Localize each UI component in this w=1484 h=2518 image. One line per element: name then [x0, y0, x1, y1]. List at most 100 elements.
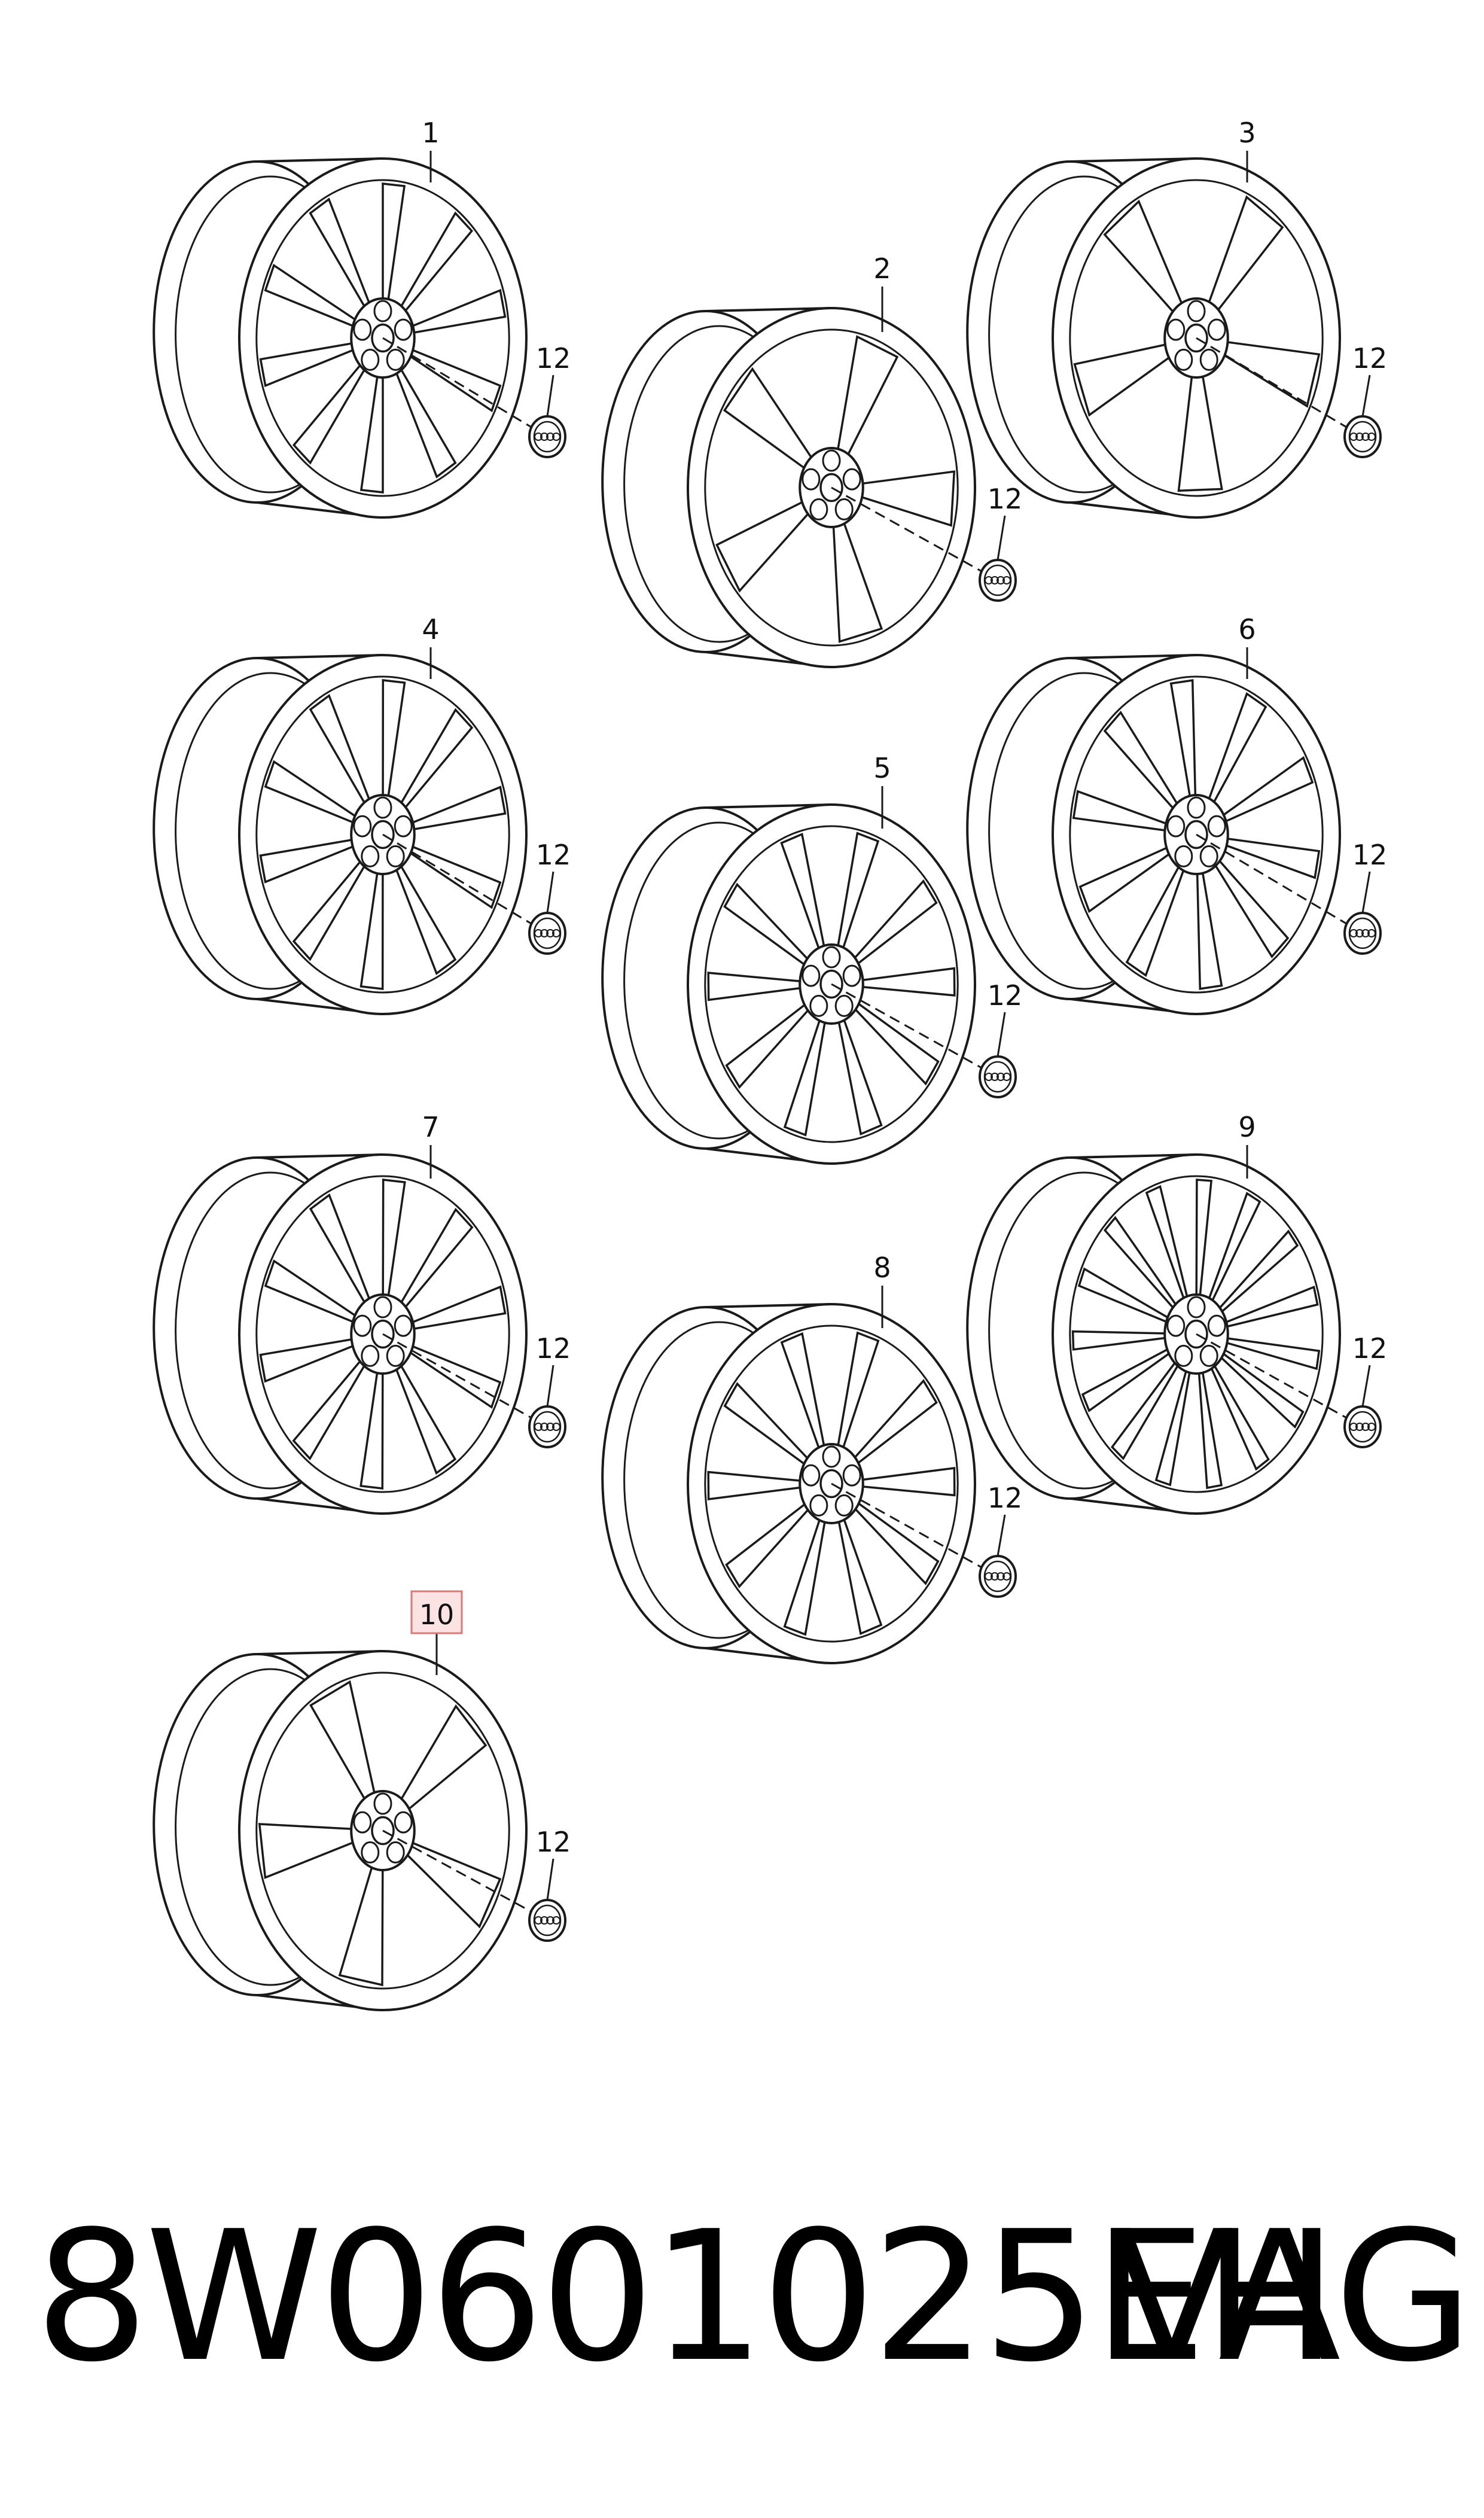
callout-label-cap: 12	[988, 1482, 1023, 1514]
lug-nut	[842, 964, 861, 987]
lug-nut	[1207, 815, 1226, 838]
wheel-3	[966, 151, 1382, 519]
center-cap-icon	[979, 1055, 1017, 1098]
callout-label-1: 1	[422, 117, 439, 149]
cap-leader	[1361, 374, 1371, 417]
lug-nut	[353, 318, 372, 341]
cap-leader-line	[382, 337, 548, 438]
rim-lip	[1069, 179, 1324, 497]
center-bore	[371, 1319, 395, 1349]
lug-nut	[822, 449, 841, 472]
callout-label-cap: 12	[536, 342, 571, 374]
barrel-edge	[705, 803, 832, 809]
wheel-2	[601, 287, 1017, 668]
lug-nut	[834, 994, 854, 1017]
lug-nut	[353, 1811, 372, 1834]
cap-leader	[546, 871, 554, 914]
center-bore	[1184, 820, 1208, 850]
center-cap-icon	[1343, 1405, 1382, 1448]
lug-nut	[361, 1344, 380, 1367]
lug-nut	[834, 1494, 854, 1517]
rim-lip	[255, 675, 510, 994]
wheel-7	[153, 1145, 566, 1515]
wheel-1	[153, 151, 566, 519]
center-cap-icon	[528, 1899, 566, 1942]
center-cap-icon	[979, 1555, 1017, 1598]
lug-nut	[373, 1792, 392, 1815]
lug-nut	[1199, 348, 1218, 371]
lug-nut	[394, 1811, 413, 1834]
rim-lip	[255, 179, 510, 497]
lug-nut	[361, 1841, 380, 1864]
lug-nut	[1187, 1296, 1206, 1319]
cap-leader-line	[831, 983, 998, 1078]
callout-label-cap: 12	[1352, 1332, 1388, 1365]
cap-leader-line	[831, 1482, 998, 1578]
lug-nut	[1174, 845, 1193, 867]
lug-nut	[1207, 1314, 1226, 1337]
lug-nut	[802, 1464, 821, 1487]
lug-nut	[1174, 1344, 1193, 1367]
callout-label-cap: 12	[988, 979, 1023, 1012]
wheel-4	[153, 647, 566, 1015]
rim-lip	[704, 328, 959, 647]
cap-leader	[546, 1858, 554, 1901]
callout-label-4: 4	[422, 613, 439, 646]
lug-nut	[1207, 318, 1226, 341]
lug-nut	[842, 468, 861, 491]
center-bore	[819, 969, 843, 999]
center-bore	[371, 1816, 395, 1846]
wheel-6	[966, 647, 1382, 1015]
wheel-10	[153, 1633, 566, 2011]
center-cap-icon	[1343, 415, 1382, 458]
lug-nut	[394, 1314, 413, 1337]
cap-leader-line	[382, 833, 548, 934]
lug-nut	[834, 498, 854, 520]
barrel-edge	[1070, 1153, 1197, 1159]
center-cap-icon	[528, 415, 566, 458]
lug-nut	[361, 845, 380, 867]
lug-nut	[1199, 845, 1218, 867]
center-cap-icon	[1343, 912, 1382, 955]
barrel-edge	[257, 1153, 383, 1159]
part-number: 8W0601025EH	[35, 2193, 1338, 2401]
rim-lip	[704, 1325, 959, 1643]
lug-nut	[386, 1841, 405, 1864]
callout-label-cap: 12	[536, 1826, 571, 1858]
callout-label-3: 3	[1238, 117, 1256, 149]
lug-nut	[394, 318, 413, 341]
highlight-box	[410, 1590, 463, 1634]
cap-leader-line	[1196, 337, 1363, 438]
center-bore	[1184, 323, 1208, 353]
barrel-edge	[257, 1650, 383, 1655]
cap-leader	[997, 1514, 1006, 1557]
cap-leader	[546, 1365, 554, 1407]
center-bore	[819, 473, 843, 503]
rim-lip	[1069, 1175, 1324, 1493]
rim-lip	[704, 825, 959, 1143]
wheel-9	[966, 1145, 1382, 1515]
lug-nut	[386, 845, 405, 867]
center-bore	[371, 820, 395, 850]
center-cap-icon	[979, 559, 1017, 602]
lug-nut	[353, 1314, 372, 1337]
center-cap-icon	[528, 1405, 566, 1448]
lug-nut	[809, 498, 828, 520]
center-bore	[819, 1469, 843, 1499]
cap-leader	[997, 515, 1006, 561]
callout-label-cap: 12	[1352, 839, 1388, 871]
rim-lip	[255, 1175, 510, 1493]
center-bore	[1184, 1319, 1208, 1349]
callout-label-8: 8	[873, 1252, 891, 1284]
cap-leader-line	[382, 1829, 548, 1922]
lug-nut	[386, 1344, 405, 1367]
barrel-edge	[1070, 654, 1197, 659]
lug-nut	[373, 300, 392, 322]
callout-label-cap: 12	[1352, 342, 1388, 374]
callout-label-cap: 12	[988, 483, 1023, 515]
lug-nut	[1166, 318, 1186, 341]
rim-lip	[1069, 675, 1324, 994]
lug-nut	[1166, 1314, 1186, 1337]
barrel-edge	[705, 1303, 832, 1308]
